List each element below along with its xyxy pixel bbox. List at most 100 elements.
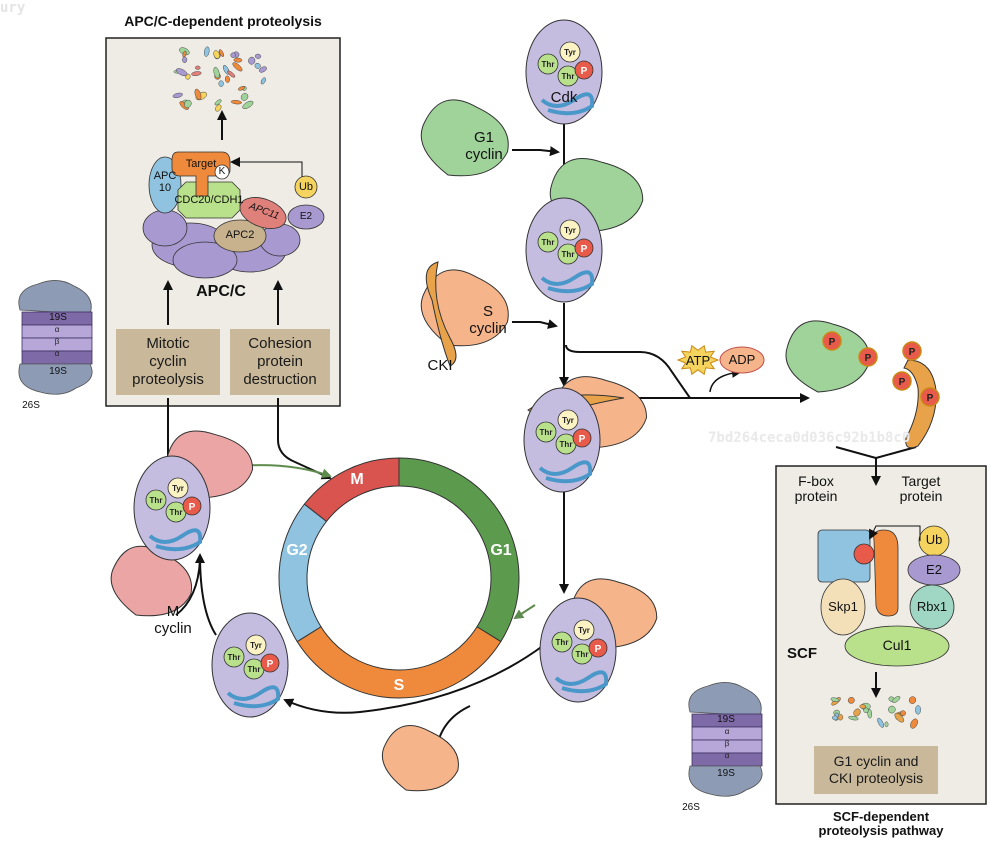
g1-cyclin-shape [420, 99, 509, 177]
prot-right-cap-top: 19S [717, 714, 735, 725]
apc2-label: APC2 [225, 229, 255, 241]
alpha-label: α [725, 751, 730, 760]
phase-m-label: M [350, 471, 364, 488]
apc-ub-label: Ub [298, 181, 314, 193]
fragment [191, 71, 202, 76]
fragment [175, 68, 188, 77]
cdk-label: Cdk [550, 89, 578, 106]
proteasome-right: αβα [688, 682, 763, 797]
cdc20-label: CDC20/CDH1 [174, 194, 244, 206]
thr-text: Thr [556, 638, 569, 647]
scf-label: SCF [787, 645, 817, 662]
fragment [213, 50, 220, 59]
mitotic-cyclin-proteolysis: Mitotic cyclin proteolysis [116, 329, 220, 395]
tyr-site [559, 41, 581, 63]
fragment [894, 712, 905, 723]
fragment [194, 65, 201, 70]
cki-shape [425, 261, 457, 367]
phosphate-text: P [829, 337, 836, 348]
phospho-text: P [189, 502, 196, 513]
thr-site [535, 421, 557, 443]
phospho-site [260, 653, 280, 673]
fragment [254, 53, 262, 59]
alpha-label: α [725, 727, 730, 736]
cul1-label: Cul1 [882, 637, 912, 653]
adp-shape [719, 346, 765, 374]
phospho-text: P [595, 644, 602, 655]
lysine-marker [214, 164, 230, 180]
thr-text: Thr [228, 653, 241, 662]
thr-text: Thr [560, 440, 573, 449]
cohesion-protein-destruction: Cohesion protein destruction [230, 329, 330, 395]
fragment [892, 696, 901, 703]
phospho-text: P [267, 659, 274, 670]
proteasome-cap [18, 363, 93, 395]
fragment [910, 718, 918, 729]
phase-s-label: S [393, 677, 405, 694]
fragment [184, 99, 192, 108]
scf-target-shape [873, 529, 899, 617]
watermark-mid: 7bd264ceca0d036c92b1b8c0 [708, 430, 911, 446]
fragment [248, 56, 256, 65]
apc-box-title: APC/C-dependent proteolysis [124, 13, 322, 29]
tyr-site [557, 409, 579, 431]
scf-fragments [830, 696, 921, 729]
prot-right-cap-bottom: 19S [717, 768, 735, 779]
thr-text: Thr [576, 650, 589, 659]
phospho-site [572, 428, 592, 448]
phospho-site [588, 638, 608, 658]
tyr-site [573, 619, 595, 641]
apc-e2 [287, 204, 325, 230]
fragment [853, 708, 861, 717]
fragment [259, 66, 267, 73]
fragment [254, 62, 261, 69]
prot-right-26s: 26S [682, 802, 700, 813]
apc11-subunit [239, 197, 287, 229]
prot-left-cap-top: 19S [49, 312, 67, 323]
tyr-site [245, 634, 267, 656]
phosphate-text: P [899, 377, 906, 388]
scf-proteolysis-box: G1 cyclin and CKI proteolysis [814, 746, 938, 794]
tyr-text: Tyr [562, 416, 574, 425]
skp1-shape [820, 578, 866, 636]
fragment [213, 66, 220, 79]
scf-target-label: Target protein [899, 473, 943, 505]
rbx1-shape [909, 584, 955, 630]
thr-site [537, 231, 559, 253]
cdk-loop [226, 685, 281, 709]
tyr-text: Tyr [172, 484, 184, 493]
tyr-site [559, 219, 581, 241]
thr-text: Thr [562, 250, 575, 259]
phosphate: P [822, 331, 842, 351]
fragment [230, 100, 242, 105]
fragment [215, 104, 222, 112]
fragment [227, 70, 236, 78]
fragment [847, 697, 855, 704]
thr-text: Thr [248, 665, 261, 674]
s-cyclin-label: S cyclin [469, 303, 507, 337]
m-cyclin-label: M cyclin [154, 603, 192, 637]
thr-text: Thr [540, 428, 553, 437]
cdk-loop [148, 528, 203, 552]
watermark-top: ury [0, 0, 26, 16]
phase-g2-arc [278, 503, 328, 643]
apc-ub [294, 175, 318, 199]
alpha-label: α [55, 349, 60, 358]
fragment [232, 62, 243, 72]
thr-site [537, 53, 559, 75]
phase-m-arc [303, 457, 400, 523]
proteasome-left: αβα [18, 280, 93, 395]
fragment [877, 717, 884, 728]
cdk-loop [538, 460, 593, 484]
fragment [884, 721, 889, 728]
phospho-site [574, 60, 594, 80]
scf-complex [817, 525, 961, 698]
fragment [218, 49, 224, 57]
phosphate: P [920, 387, 940, 407]
tyr-text: Tyr [564, 226, 576, 235]
